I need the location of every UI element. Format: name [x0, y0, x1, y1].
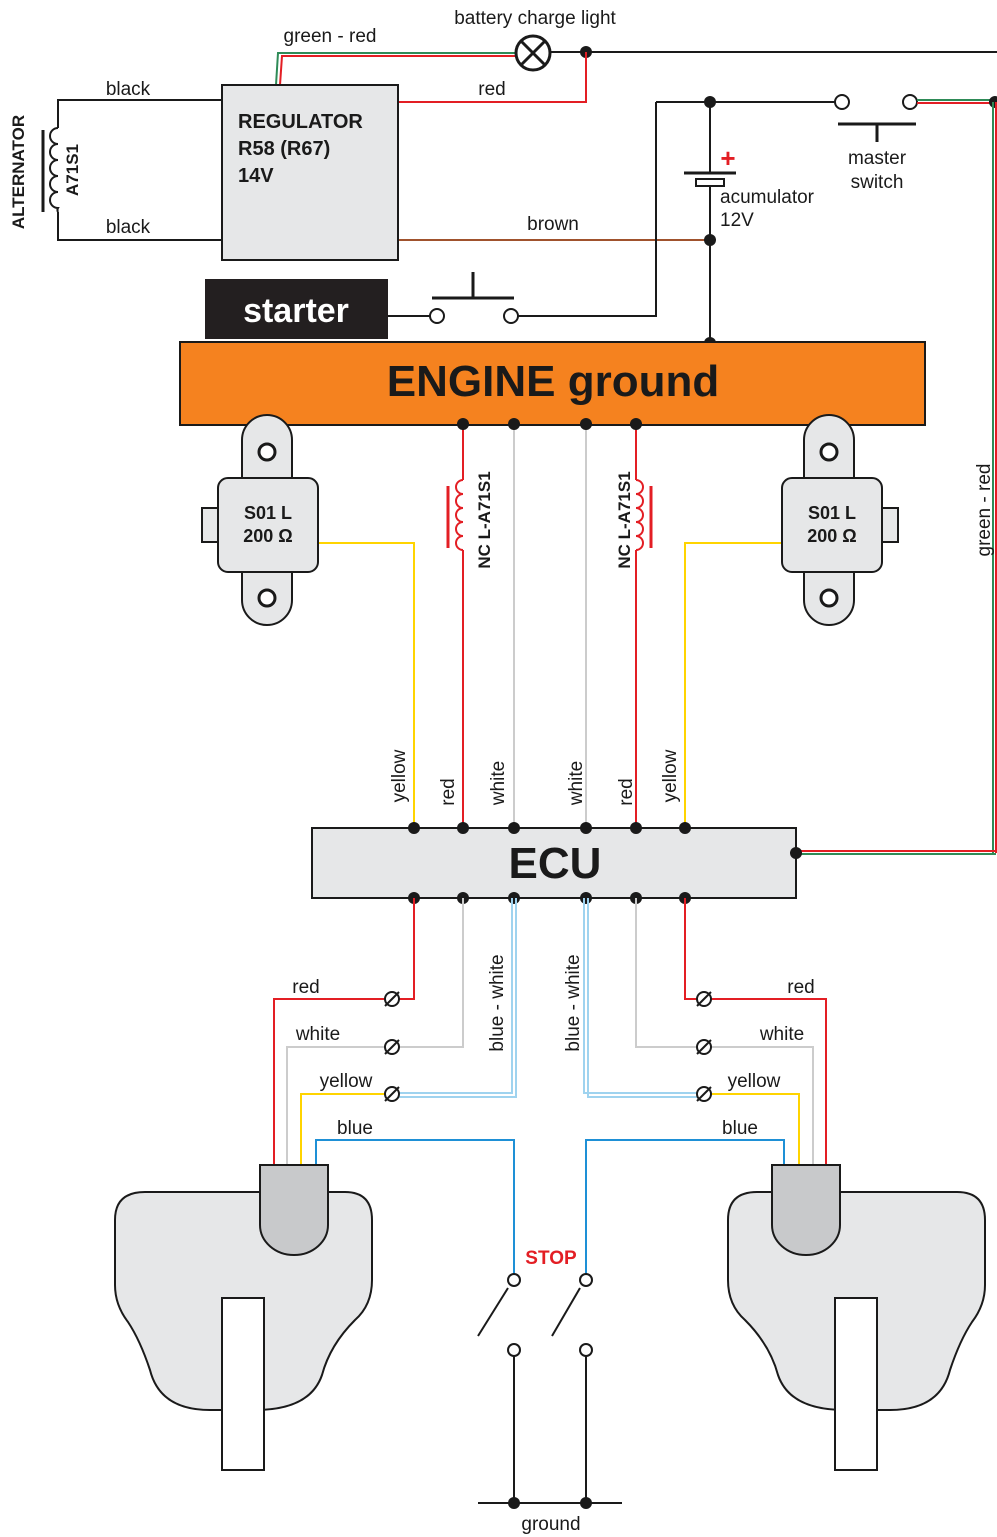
label-blue-white-right: blue - white	[563, 954, 584, 1051]
label-accumulator-1: acumulator	[720, 187, 815, 208]
wire-right-blue	[585, 1139, 785, 1275]
label-sensor-left-1: S01 L	[244, 503, 292, 523]
wire-green-red-side	[796, 102, 997, 855]
label-ecu-in-5: red	[616, 778, 637, 805]
wire-starter-to-acc	[518, 102, 657, 317]
label-coil-right: NC L-A71S1	[615, 471, 634, 568]
starter-switch-terminal-left	[429, 308, 445, 324]
ecu-side-pin	[790, 847, 802, 859]
label-red-top: red	[478, 79, 505, 100]
label-ecu-in-3: white	[488, 761, 509, 806]
label-left-yellow: yellow	[320, 1071, 373, 1092]
coil-right-icon	[628, 479, 653, 551]
label-regulator-2: R58 (R67)	[238, 138, 330, 160]
label-left-blue: blue	[337, 1118, 373, 1139]
junction-acc-brown	[704, 234, 716, 246]
ground-junction-left	[508, 1497, 520, 1509]
label-battery-light: battery charge light	[454, 8, 616, 29]
label-starter: starter	[243, 292, 349, 330]
engine-ground-block	[179, 341, 926, 426]
stop-switch-right	[551, 1273, 593, 1503]
label-ground: ground	[521, 1514, 580, 1535]
wire-black-top	[57, 99, 222, 128]
ecu-top-pins	[408, 822, 691, 834]
junction-engine-5	[630, 418, 642, 430]
label-black-top: black	[106, 79, 151, 100]
label-coil-left: NC L-A71S1	[475, 471, 494, 568]
label-right-red: red	[787, 977, 814, 998]
wire-left-blue-white	[392, 898, 517, 1098]
label-sensor-right-1: S01 L	[808, 503, 856, 523]
actuator-right-icon	[727, 1164, 986, 1471]
label-black-bottom: black	[106, 217, 151, 238]
label-right-yellow: yellow	[728, 1071, 781, 1092]
label-green-red-side: green - red	[974, 464, 995, 557]
label-accumulator-2: 12V	[720, 210, 754, 231]
label-alternator-coil: A71S1	[63, 144, 82, 196]
wire-red-regulator	[398, 52, 587, 103]
wire-yellow-left	[318, 542, 415, 828]
wire-green-red-top	[275, 52, 515, 86]
battery-charge-light-icon	[514, 34, 552, 72]
label-blue-white-left: blue - white	[487, 954, 508, 1051]
wire-left-white	[286, 898, 464, 1165]
left-terminal-icons	[384, 991, 400, 1102]
label-left-white: white	[295, 1024, 340, 1045]
master-switch-terminal-right	[902, 94, 918, 110]
coil-left-icon	[446, 479, 471, 551]
label-green-red-top: green - red	[284, 26, 377, 47]
wire-yellow-right	[684, 542, 782, 828]
label-right-white: white	[759, 1024, 804, 1045]
label-engine-ground: ENGINE ground	[387, 357, 719, 406]
label-right-blue: blue	[722, 1118, 758, 1139]
junction-engine-4	[580, 418, 592, 430]
wire-green-red-master	[917, 99, 995, 104]
label-alternator: ALTERNATOR	[9, 115, 28, 229]
label-ecu-in-6: yellow	[660, 749, 681, 802]
wire-left-yellow	[300, 1093, 392, 1165]
alternator-coil-icon	[41, 127, 60, 213]
label-sensor-left-2: 200 Ω	[243, 526, 292, 546]
label-ecu-in-4: white	[566, 761, 587, 806]
regulator-box	[221, 84, 399, 261]
label-regulator-3: 14V	[238, 165, 274, 187]
label-master-1: master	[848, 148, 907, 169]
wire-black-bottom	[57, 212, 222, 241]
battery-plate-neg	[695, 178, 725, 187]
junction-engine-2	[457, 418, 469, 430]
wire-right-white	[635, 898, 814, 1165]
junction-engine-3	[508, 418, 520, 430]
wire-left-blue	[315, 1139, 515, 1275]
label-ecu-in-1: yellow	[389, 749, 410, 802]
stop-switch-left	[477, 1273, 521, 1503]
wire-right-yellow	[704, 1093, 800, 1165]
label-master-2: switch	[851, 172, 904, 193]
right-terminal-icons	[696, 991, 712, 1102]
starter-box	[205, 279, 388, 339]
label-brown: brown	[527, 214, 579, 235]
wire-right-blue-white	[583, 898, 704, 1098]
label-ecu: ECU	[509, 839, 602, 888]
sensor-right-icon	[781, 414, 899, 626]
ground-junction-right	[580, 1497, 592, 1509]
actuator-left-icon	[114, 1164, 373, 1471]
label-sensor-right-2: 200 Ω	[807, 526, 856, 546]
label-stop: STOP	[525, 1248, 577, 1269]
sensor-left-icon	[201, 414, 319, 626]
label-plus: +	[720, 143, 735, 173]
label-ecu-in-2: red	[438, 778, 459, 805]
master-switch-terminal-left	[834, 94, 850, 110]
wire-right-red	[684, 898, 827, 1165]
label-regulator-1: REGULATOR	[238, 111, 363, 133]
ecu-box	[311, 827, 797, 899]
label-left-red: red	[292, 977, 319, 998]
starter-switch-terminal-right	[503, 308, 519, 324]
wire-left-red	[273, 898, 415, 1165]
